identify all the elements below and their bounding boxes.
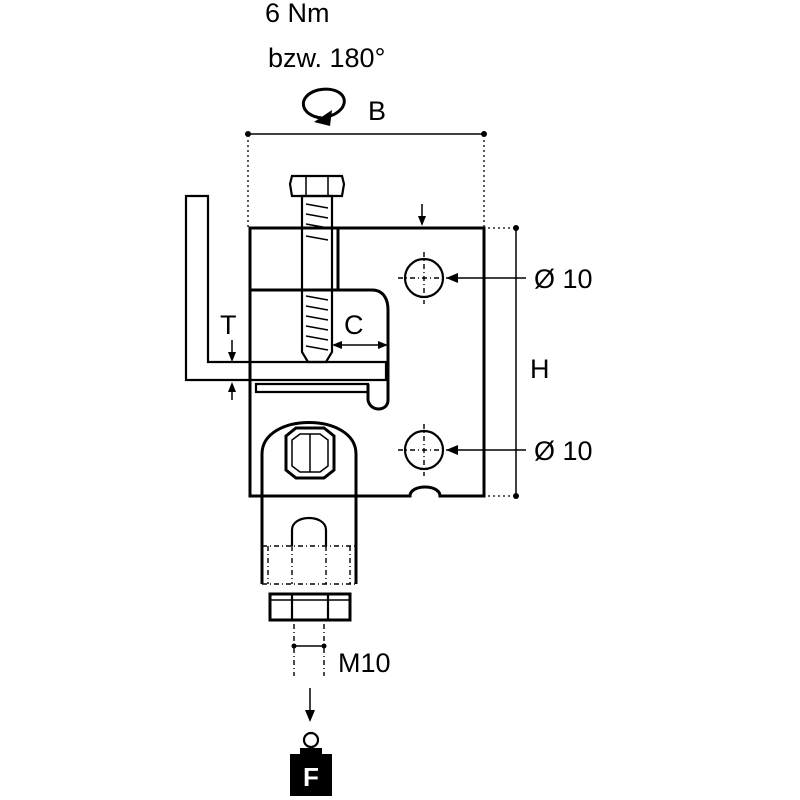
hole-top-label: Ø 10 [534, 264, 593, 294]
lower-hole [398, 424, 450, 476]
hole-bottom-label: Ø 10 [534, 436, 593, 466]
thickness-dimension [228, 340, 236, 400]
beam-flange [184, 194, 388, 382]
thread-dimension [291, 624, 327, 676]
width-dimension [245, 131, 487, 228]
load-arrow [305, 688, 315, 722]
weight-icon: F [290, 731, 332, 796]
thread-label: M10 [338, 648, 391, 678]
clamp-bracket [248, 226, 486, 498]
force-label: F [303, 762, 319, 792]
rod-end [262, 517, 356, 585]
hole-leaders [446, 273, 526, 455]
clearance-label: C [344, 310, 364, 340]
swivel-eye [260, 421, 358, 584]
angle-label: bzw. 180° [268, 43, 385, 73]
height-dimension [488, 225, 519, 499]
upper-hole [398, 252, 450, 304]
hex-nut [268, 592, 352, 622]
torque-label: 6 Nm [265, 0, 330, 28]
width-label: B [368, 96, 386, 126]
jaw-top-arrow [418, 204, 426, 226]
clearance-dimension [332, 341, 388, 349]
rotation-arrow-icon [301, 87, 346, 126]
clamping-screw [288, 174, 346, 364]
thickness-label: T [220, 310, 237, 340]
height-label: H [530, 354, 550, 384]
